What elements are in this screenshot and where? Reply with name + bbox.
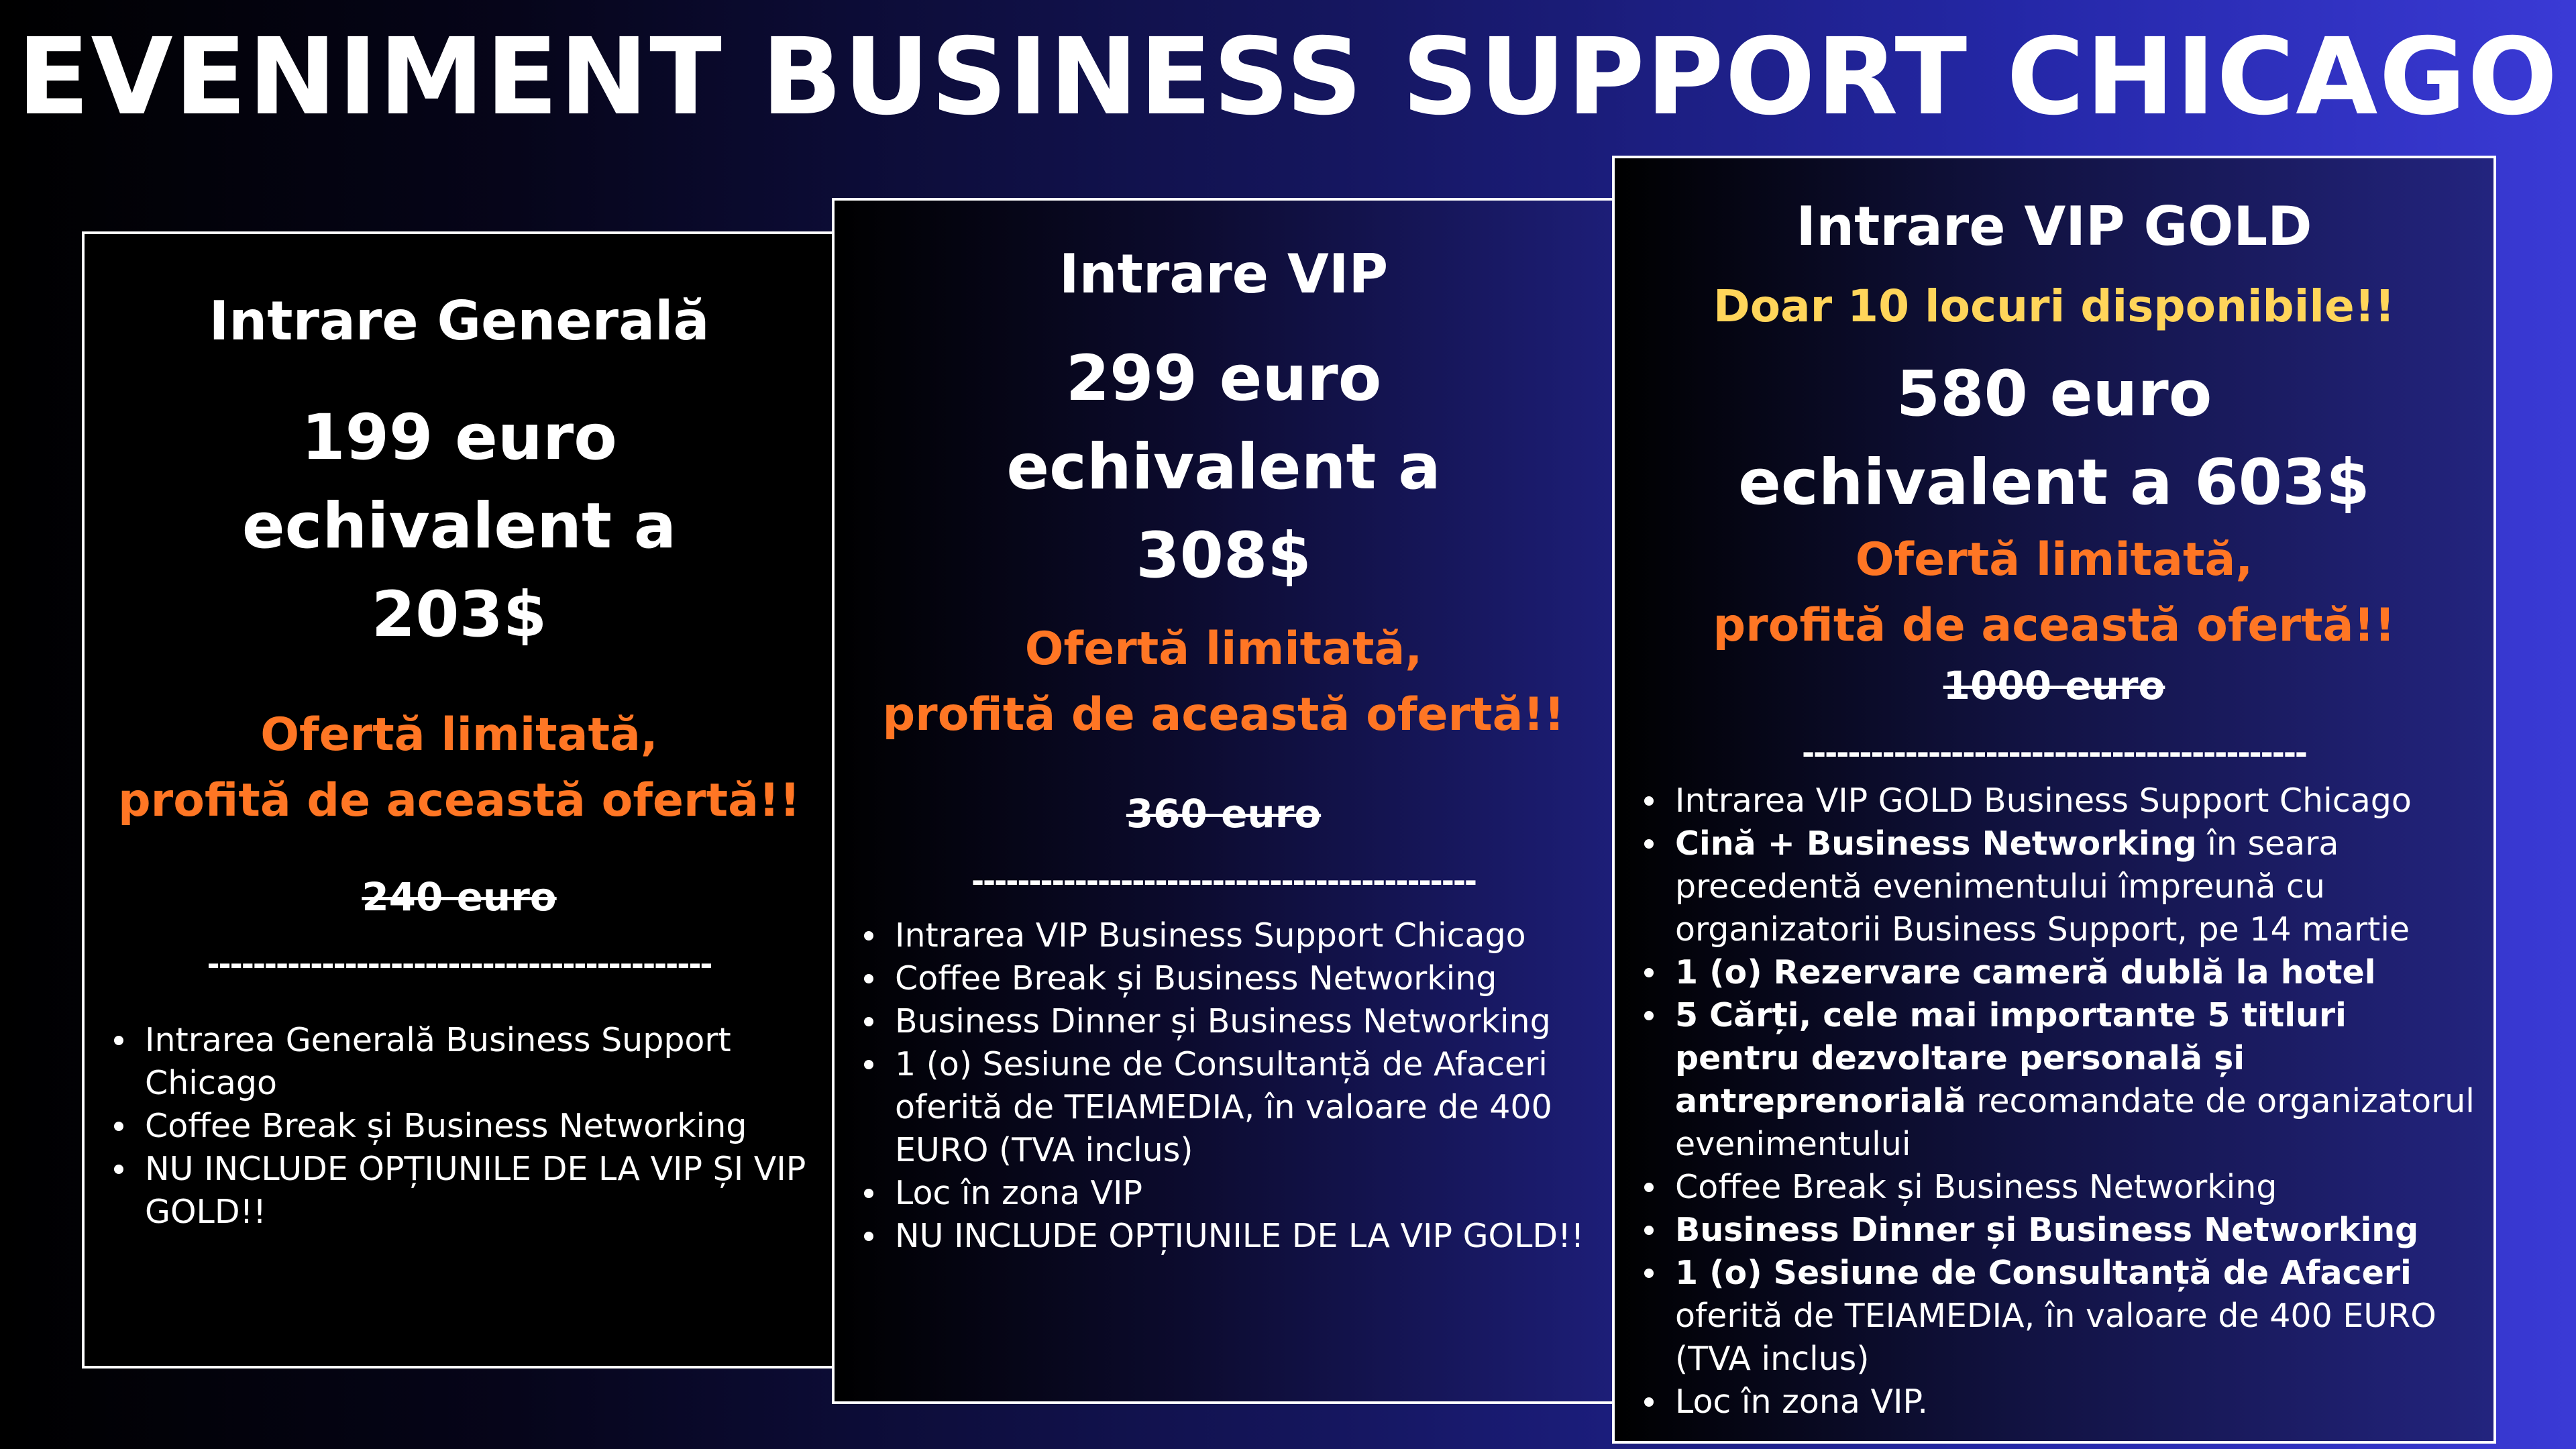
ticket-price: 299 euro echivalent a 308$ [835, 335, 1613, 600]
limited-offer: Ofertă limitată, profită de această ofer… [85, 702, 834, 834]
list-item: 1 (o) Sesiune de Consultanță de Afaceri … [835, 1043, 1593, 1172]
ticket-price: 199 euro echivalent a 203$ [85, 394, 834, 659]
feature-text: oferită de TEIAMEDIA, în valoare de 400 … [1675, 1297, 2436, 1378]
list-item: 1 (o) Sesiune de Consultanță de Afaceri … [1615, 1252, 2477, 1381]
ticket-card-general: Intrare Generală 199 euro echivalent a 2… [82, 231, 837, 1368]
feature-highlight: 5 Cărți, cele mai importante 5 titluri p… [1675, 996, 2347, 1120]
feature-highlight: 1 (o) Rezervare cameră dublă la hotel [1675, 953, 2376, 991]
feature-text: Loc în zona VIP. [1675, 1383, 1928, 1421]
list-item: Coffee Break și Business Networking [85, 1105, 807, 1148]
offer-line: Ofertă limitată, [260, 708, 658, 761]
offer-line: Ofertă limitată, [1024, 623, 1423, 676]
offer-line: Ofertă limitată, [1855, 533, 2253, 586]
list-item: Coffee Break și Business Networking [1615, 1166, 2477, 1209]
old-price: 240 euro [362, 874, 557, 920]
price-amount: 580 euro [1896, 358, 2212, 431]
list-item: Coffee Break și Business Networking [835, 957, 1593, 1000]
feature-text: Intrarea VIP GOLD Business Support Chica… [1675, 782, 2412, 820]
divider: ----------------------------------------… [1801, 735, 2308, 771]
list-item: Cină + Business Networking în seara prec… [1615, 822, 2477, 951]
list-item: Intrarea VIP Business Support Chicago [835, 914, 1593, 957]
list-item: Business Dinner și Business Networking [1615, 1209, 2477, 1252]
list-item: Loc în zona VIP. [1615, 1381, 2477, 1424]
list-item: Business Dinner și Business Networking [835, 1000, 1593, 1043]
price-amount: 199 euro [301, 401, 617, 474]
feature-list: Intrarea VIP Business Support Chicago Co… [835, 914, 1613, 1258]
list-item: NU INCLUDE OPȚIUNILE DE LA VIP ȘI VIP GO… [85, 1148, 807, 1234]
price-equivalent-label: echivalent a [241, 490, 677, 563]
price-equivalent-label: echivalent a 603$ [1738, 446, 2370, 519]
list-item: Loc în zona VIP [835, 1172, 1593, 1215]
feature-highlight: 1 (o) Sesiune de Consultanță de Afaceri [1675, 1254, 2412, 1292]
list-item: Intrarea Generală Business Support Chica… [85, 1019, 807, 1105]
divider: ----------------------------------------… [971, 863, 1477, 899]
limited-offer: Ofertă limitată, profită de această ofer… [835, 616, 1613, 748]
ticket-title: Intrare VIP [1059, 243, 1389, 305]
old-price: 1000 euro [1943, 663, 2165, 708]
price-amount: 299 euro [1065, 342, 1382, 415]
feature-text: recomandate de organizatorul evenimentul… [1675, 1082, 2475, 1163]
price-usd: 203$ [371, 578, 547, 651]
divider: ----------------------------------------… [207, 946, 712, 982]
ticket-title: Intrare Generală [209, 290, 710, 352]
limited-offer: Ofertă limitată, profită de această ofer… [1615, 527, 2493, 659]
price-equivalent-label: echivalent a [1006, 431, 1441, 504]
feature-highlight: Cină + Business Networking [1675, 824, 2197, 863]
ticket-title: Intrare VIP GOLD [1796, 195, 2312, 258]
ticket-card-vip-gold: Intrare VIP GOLD Doar 10 locuri disponib… [1612, 156, 2496, 1444]
price-usd: 308$ [1136, 519, 1311, 592]
offer-line: profită de această ofertă!! [882, 688, 1565, 741]
page-title: EVENIMENT BUSINESS SUPPORT CHICAGO [17, 15, 2559, 139]
feature-text: Coffee Break și Business Networking [1675, 1168, 2277, 1206]
availability-notice: Doar 10 locuri disponibile!! [1713, 280, 2396, 332]
feature-text: în seara precedentă evenimentului împreu… [1675, 824, 2410, 949]
offer-line: profită de această ofertă!! [1713, 599, 2396, 652]
list-item: Intrarea VIP GOLD Business Support Chica… [1615, 780, 2477, 822]
list-item: NU INCLUDE OPȚIUNILE DE LA VIP GOLD!! [835, 1215, 1593, 1258]
list-item: 5 Cărți, cele mai importante 5 titluri p… [1615, 994, 2477, 1166]
feature-list: Intrarea VIP GOLD Business Support Chica… [1615, 780, 2493, 1424]
offer-line: profită de această ofertă!! [118, 774, 800, 827]
feature-list: Intrarea Generală Business Support Chica… [85, 1019, 834, 1234]
list-item: 1 (o) Rezervare cameră dublă la hotel [1615, 951, 2477, 994]
old-price: 360 euro [1126, 791, 1322, 837]
feature-highlight: Business Dinner și Business Networking [1675, 1211, 2419, 1249]
ticket-price: 580 euro echivalent a 603$ [1615, 350, 2493, 527]
ticket-card-vip: Intrare VIP 299 euro echivalent a 308$ O… [832, 198, 1615, 1404]
